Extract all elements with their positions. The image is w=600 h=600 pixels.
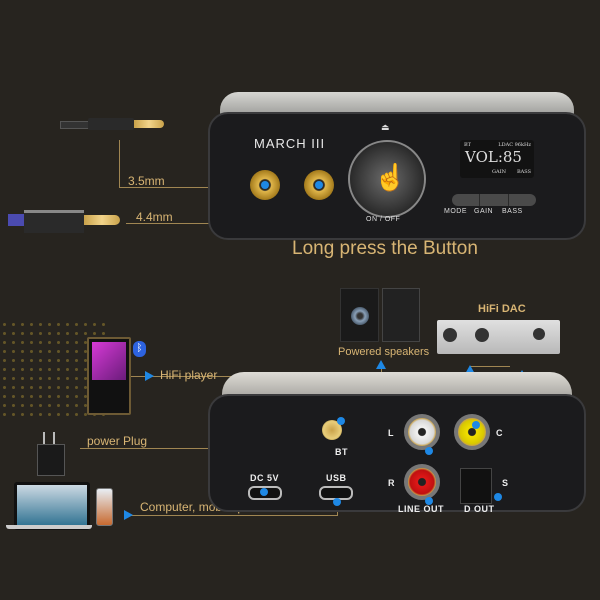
right-channel-label: R xyxy=(388,478,395,488)
bass-label: BASS xyxy=(502,208,523,215)
bluetooth-icon: ᛒ xyxy=(133,341,146,357)
coaxial-port[interactable] xyxy=(454,414,490,450)
jack-3-5mm[interactable] xyxy=(250,170,280,200)
caption: Long press the Button xyxy=(292,238,478,259)
bt-antenna-port[interactable] xyxy=(322,420,342,440)
brand-label: MARCH III xyxy=(254,136,326,151)
display-bass: BASS xyxy=(517,169,532,175)
display-volume: VOL:85 xyxy=(465,148,522,166)
dc-label: DC 5V xyxy=(250,473,280,483)
hifi-player-icon xyxy=(87,337,131,415)
display-codec: LDAC 96kHz xyxy=(498,142,531,148)
mode-button[interactable] xyxy=(452,194,481,206)
hifi-player-label: HiFi player xyxy=(160,368,218,382)
power-indicator-icon: ⏏ xyxy=(381,122,391,132)
power-plug-icon xyxy=(37,432,65,476)
d-out-label: D OUT xyxy=(464,504,495,514)
laptop-icon xyxy=(6,482,92,530)
plug-3-5mm-icon xyxy=(60,117,166,131)
jack-label-4-4mm: 4.4mm xyxy=(136,210,173,224)
gain-button[interactable] xyxy=(480,194,509,206)
jack-4-4mm[interactable] xyxy=(304,170,334,200)
gain-label: GAIN xyxy=(474,208,494,215)
power-plug-label: power Plug xyxy=(87,434,148,448)
hifi-dac-icon xyxy=(437,320,560,354)
optical-port[interactable] xyxy=(460,468,492,504)
jack-label-3-5mm: 3.5mm xyxy=(128,174,165,188)
rca-right-port[interactable] xyxy=(404,464,440,500)
bt-label: BT xyxy=(335,447,348,457)
control-buttons xyxy=(452,194,536,206)
powered-speakers-label: Powered speakers xyxy=(338,346,430,358)
mobile-phone-icon xyxy=(96,488,113,526)
usb-label: USB xyxy=(326,473,347,483)
left-channel-label: L xyxy=(388,428,394,438)
device-front-panel: MARCH III ⏏ ☝ ON / OFF BT LDAC 96kHz VOL… xyxy=(208,92,586,240)
mode-label: MODE xyxy=(444,208,467,215)
rca-left-port[interactable] xyxy=(404,414,440,450)
knob-label: ON / OFF xyxy=(366,216,401,223)
optical-label: S xyxy=(502,478,509,488)
oled-display: BT LDAC 96kHz VOL:85 GAIN BASS xyxy=(460,140,534,178)
bass-button[interactable] xyxy=(509,194,536,206)
volume-power-knob[interactable]: ☝ xyxy=(348,140,426,218)
display-gain: GAIN xyxy=(492,169,506,175)
hifi-dac-label: HiFi DAC xyxy=(478,303,526,315)
display-source: BT xyxy=(464,142,472,148)
press-hand-icon: ☝ xyxy=(374,162,407,192)
powered-speakers-icon xyxy=(340,288,420,342)
coax-label: C xyxy=(496,428,503,438)
device-back-panel: BT DC 5V USB L R C S LINE OUT D OUT xyxy=(208,372,586,514)
plug-4-4mm-icon xyxy=(8,210,120,233)
line-out-label: LINE OUT xyxy=(398,504,444,514)
